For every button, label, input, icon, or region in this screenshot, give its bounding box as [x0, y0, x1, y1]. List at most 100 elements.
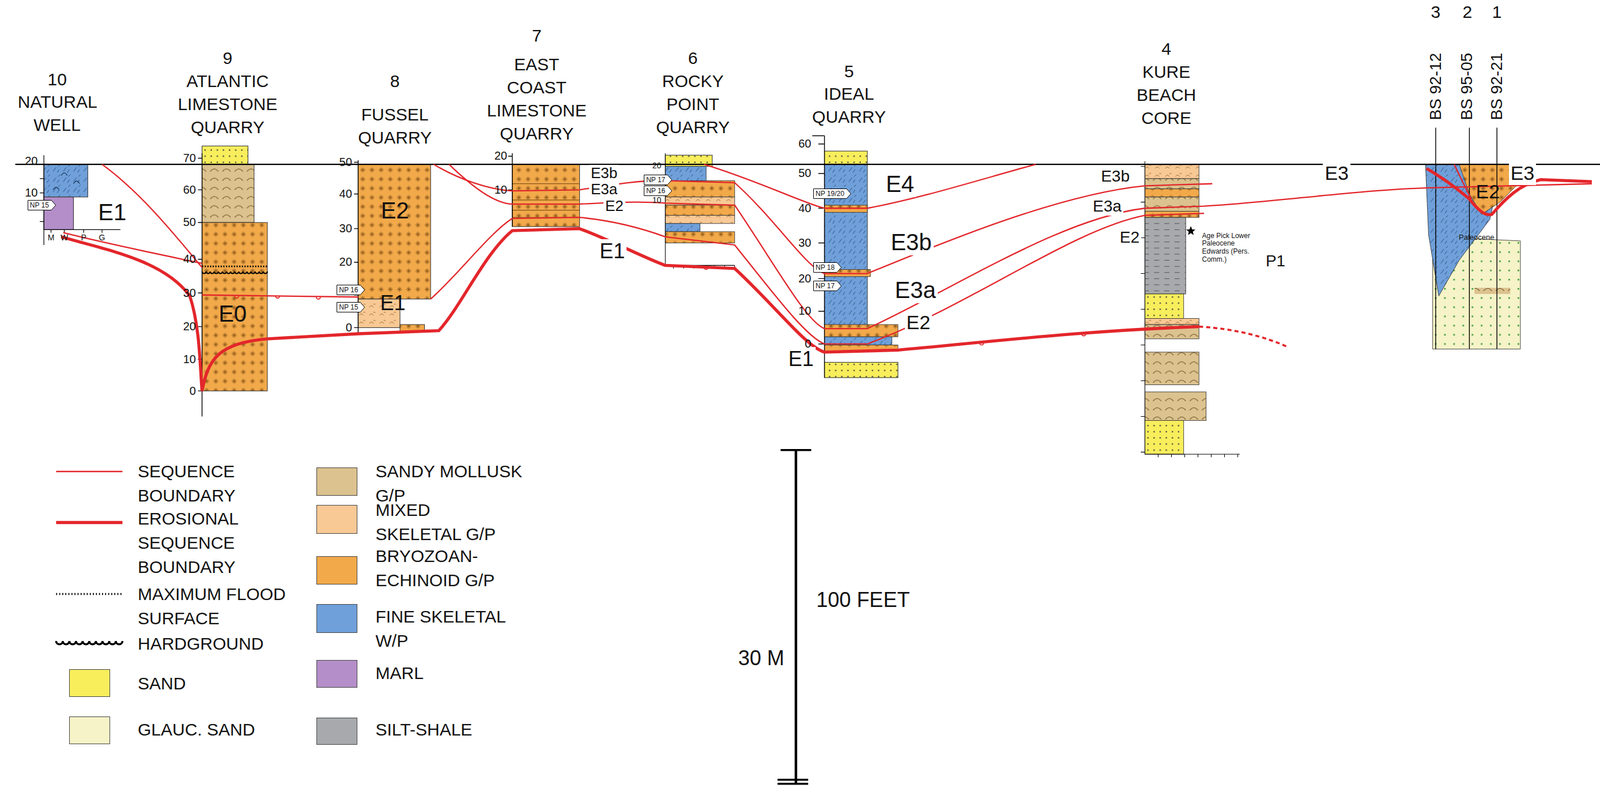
columns: [1474, 287, 1511, 294]
np-tag: NP 17: [643, 174, 673, 186]
tag-outline: [813, 262, 842, 273]
np-tag: NP 18: [813, 262, 842, 273]
depth-number: 50: [339, 155, 353, 169]
sequence-boundaries: [433, 164, 1213, 274]
legend-samples: [55, 470, 123, 473]
tag-text: NP 15: [29, 201, 49, 210]
sequence-label: E3b: [888, 228, 934, 256]
columns: [1144, 391, 1206, 421]
columns: [824, 324, 898, 337]
depth-number: 10: [183, 352, 196, 366]
sequence-label: E4: [884, 170, 916, 198]
sequence-label: E2: [603, 197, 626, 215]
legend-samples: [55, 640, 123, 645]
datum-line: [15, 163, 1600, 165]
sequence-label: E1: [380, 291, 406, 315]
depth-number: 0: [804, 337, 811, 351]
column-name: EAST COAST LIMESTONE QUARRY: [487, 53, 587, 146]
columns: [824, 362, 898, 379]
np-tag: NP 15: [27, 200, 56, 211]
legend-text: HARDGROUND: [137, 631, 264, 656]
column-name: ROCKY POINT QUARRY: [655, 69, 730, 139]
columns: [357, 164, 431, 300]
depth-number: 10: [494, 183, 508, 197]
legend-swatch: [316, 556, 358, 586]
columns: [824, 151, 867, 165]
sequence-label: E3a: [892, 276, 938, 304]
column-number: 3: [1431, 2, 1441, 23]
sequence-boundaries: [63, 232, 203, 264]
tag-text: NP 19/20: [815, 189, 845, 198]
sequence-label: E3a: [589, 180, 620, 199]
columns: [665, 223, 700, 232]
sequence-boundaries: [448, 164, 1592, 329]
age-note: Age Pick Lower Paleocene Edwards (Pers. …: [1202, 232, 1255, 264]
columns: [202, 164, 255, 223]
depth-number: 10: [24, 186, 38, 200]
columns: [665, 215, 735, 224]
scale-label: 100 FEET: [816, 587, 910, 612]
sequence-label: E3a: [1091, 197, 1124, 216]
tag-outline: [644, 186, 673, 196]
depth-number: 10: [798, 304, 811, 318]
columns: [512, 183, 580, 218]
depth-number: 20: [652, 160, 662, 171]
depth-number: 20: [24, 154, 38, 168]
legend-text: MIXED SKELETAL G/P: [375, 497, 515, 547]
np-tag: NP 17: [813, 280, 842, 292]
sequence-label: E1: [597, 239, 627, 263]
column-name: KURE BEACH CORE: [1136, 60, 1196, 130]
columns: [1144, 318, 1199, 325]
depth-number: 20: [183, 319, 196, 334]
columns: [202, 222, 268, 391]
scale-bar: [777, 450, 811, 784]
legend-samples: [55, 521, 123, 524]
np-tag: NP 16: [643, 185, 673, 196]
tag-outline: [644, 174, 673, 185]
sequence-label: E3b: [589, 164, 620, 183]
np-tag: NP 16: [336, 284, 365, 296]
columns: [202, 145, 249, 165]
legend-text: FINE SKELETAL W/P: [375, 604, 526, 654]
sequence-label: E1: [96, 198, 128, 226]
depth-number: 40: [339, 187, 353, 201]
depth-number: 70: [183, 151, 196, 165]
columns: [1144, 293, 1184, 319]
columns: [665, 205, 735, 216]
columns: [1144, 420, 1184, 454]
sequence-boundaries: [234, 242, 1086, 346]
depth-number: 40: [798, 201, 811, 215]
legend-text: SEQUENCE BOUNDARY: [137, 459, 254, 508]
sequence-label: E2: [1475, 180, 1500, 203]
sequence-boundaries: [61, 164, 1592, 391]
sequence-boundaries: [704, 164, 1036, 209]
legend-text: EROSIONAL SEQUENCE BOUNDARY: [137, 506, 254, 580]
depth-number: 0: [189, 384, 196, 398]
legend-text: SAND: [137, 671, 186, 696]
depth-number: 40: [183, 252, 196, 266]
tag-text: NP 18: [815, 263, 835, 272]
depth-number: 50: [798, 166, 811, 180]
depth-number: 30: [183, 286, 196, 300]
columns: [1144, 217, 1186, 294]
tag-text: NP 17: [646, 175, 666, 184]
depth-number: 50: [183, 215, 196, 229]
legend-swatch: [316, 717, 358, 746]
column-name: IDEAL QUARRY: [812, 82, 886, 129]
legend-swatch: [316, 659, 358, 688]
column-name: ATLANTIC LIMESTONE QUARRY: [177, 69, 278, 139]
columns: [665, 166, 707, 181]
depth-number: 10: [652, 195, 662, 205]
columns: [39, 127, 1536, 458]
scale-bar: [794, 450, 798, 783]
legend-samples: [55, 593, 123, 596]
sequence-boundaries: [1198, 326, 1288, 347]
age-note: Paleocene: [1458, 233, 1494, 243]
tag-outline: [337, 284, 365, 295]
columns: [202, 265, 268, 268]
sequence-label: E2: [904, 311, 933, 334]
legend-swatch: [69, 716, 111, 745]
columns: [43, 164, 88, 198]
column-number: 9: [222, 48, 233, 69]
